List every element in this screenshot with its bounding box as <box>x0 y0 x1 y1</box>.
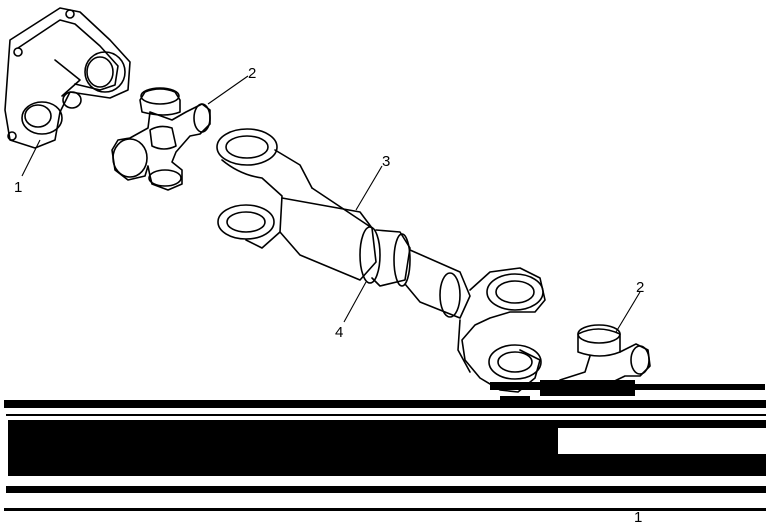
slip-yoke-shaft-part <box>216 128 471 319</box>
footer-mark: 1 <box>634 509 642 524</box>
callout-label-3: 3 <box>382 153 390 170</box>
callout-label-4: 4 <box>335 324 343 341</box>
callout-label-1: 1 <box>14 179 22 196</box>
callout-label-2-lower: 2 <box>636 279 644 296</box>
universal-joint-cross-upper <box>111 87 211 191</box>
callout-leaders <box>21 75 641 333</box>
universal-joint-cross-lower <box>559 324 651 391</box>
callout-label-2-upper: 2 <box>248 65 256 82</box>
flange-bracket-part <box>4 7 131 149</box>
scan-artifact-bands <box>4 380 766 511</box>
end-yoke-part <box>457 267 546 393</box>
